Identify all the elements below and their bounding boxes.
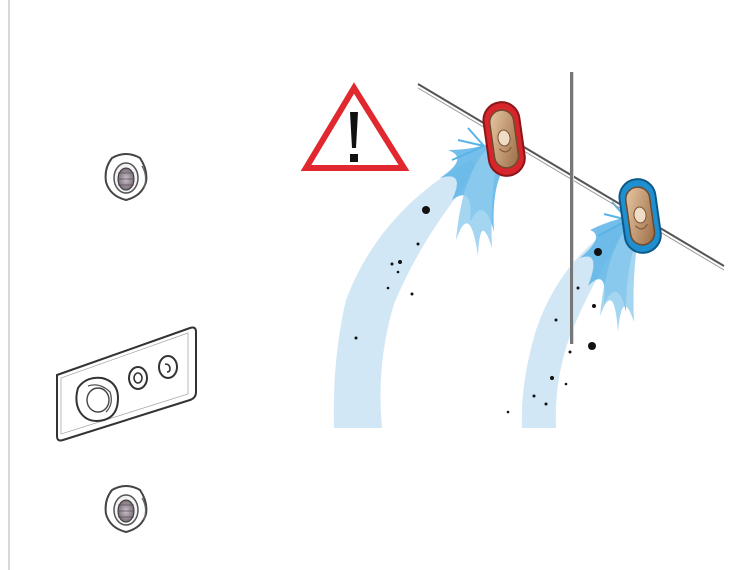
diverter-button-1: [129, 367, 147, 389]
lower-jet-icon: [106, 486, 147, 532]
hot-water-stream: [334, 160, 480, 428]
thermostat-knob: [76, 378, 118, 421]
thermostat-panel-icon: [57, 328, 196, 441]
upper-jet-icon: [106, 154, 147, 200]
diverter-button-2: [159, 356, 177, 378]
warning-triangle-icon: [306, 88, 404, 168]
